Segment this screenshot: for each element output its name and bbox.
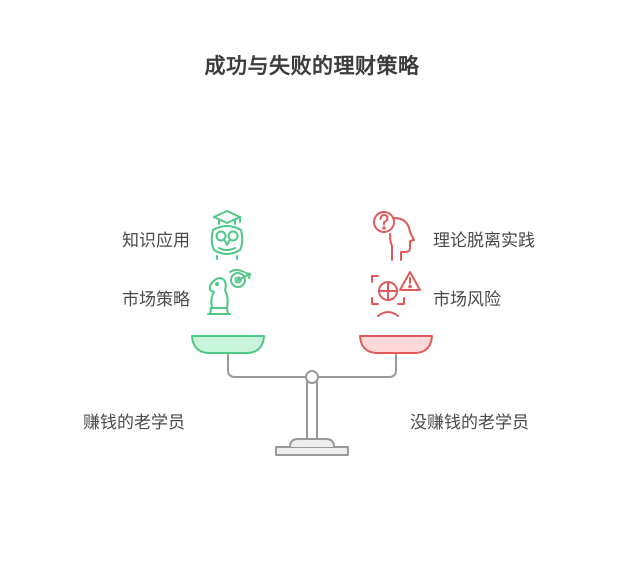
- scale-foot: [289, 438, 335, 448]
- left-item-label-knowledge: 知识应用: [122, 231, 190, 251]
- right-item-label-risk: 市场风险: [433, 290, 501, 310]
- chart-warning-icon: [371, 271, 421, 317]
- right-group-label: 没赚钱的老学员: [410, 413, 529, 433]
- left-group-label: 赚钱的老学员: [83, 413, 185, 433]
- right-item-label-theory: 理论脱离实践: [433, 231, 535, 251]
- left-item-label-strategy: 市场策略: [122, 290, 190, 310]
- chess-knight-target-icon: [207, 269, 251, 315]
- right-pan: [359, 335, 433, 354]
- scale-pivot: [305, 370, 319, 384]
- diagram-title: 成功与失败的理财策略: [204, 54, 420, 78]
- left-pan: [191, 335, 265, 354]
- owl-graduate-icon: [210, 210, 244, 260]
- head-question-icon: [373, 211, 415, 261]
- scale-pillar: [306, 379, 318, 440]
- scale-base: [275, 446, 349, 456]
